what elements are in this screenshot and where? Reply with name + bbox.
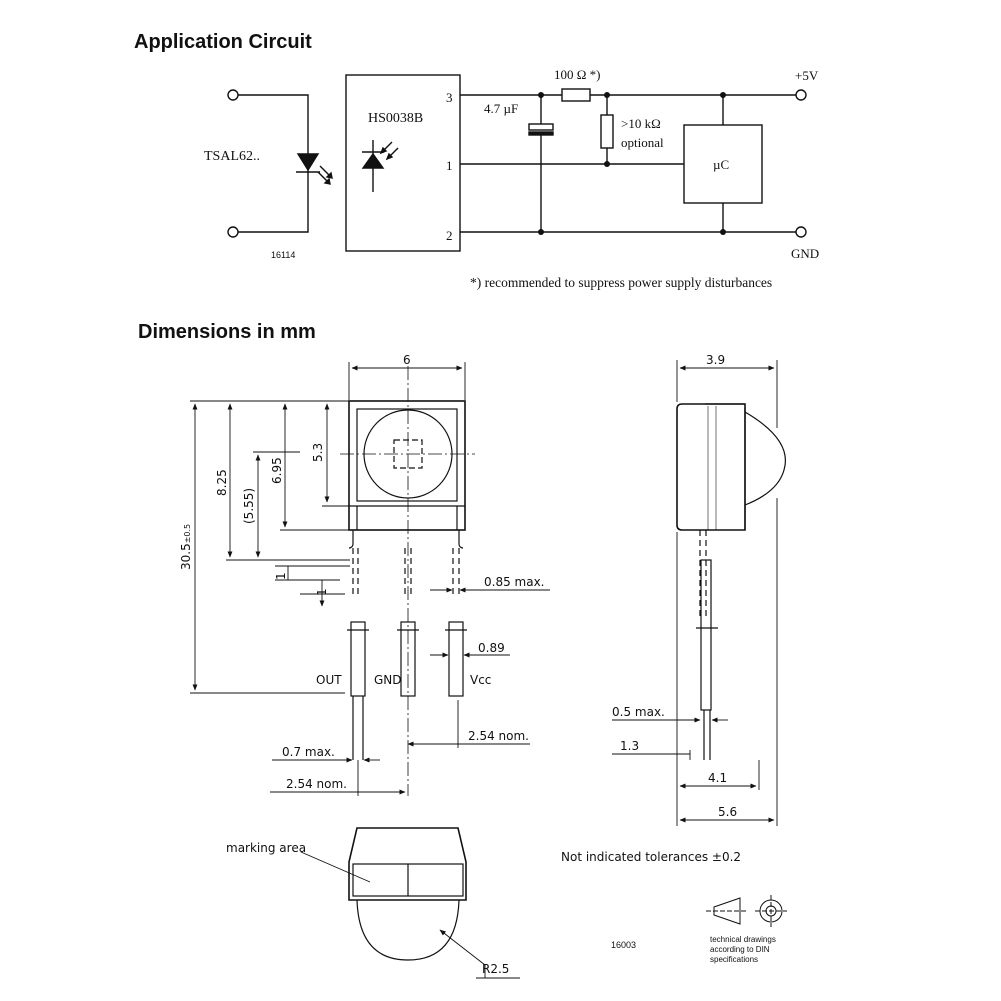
pin-2-label: 2 [446,228,453,243]
application-circuit [227,74,807,252]
dim-side-1-3: 1.3 [620,739,639,753]
din-note-line-1: technical drawings [710,935,776,944]
capacitor-label: 4.7 µF [484,101,518,116]
side-view [612,360,786,826]
dim-height-6-95: 6.95 [270,457,284,484]
resistor-label: 100 Ω *) [554,67,601,82]
dim-height-5-3: 5.3 [311,443,325,462]
projection-symbol-icon [706,895,787,927]
receiver-photodiode-icon [361,140,399,192]
din-note-line-2: according to DIN [710,945,770,954]
pin-vcc-label: Vcc [470,673,491,687]
din-note: technical drawings according to DIN spec… [710,935,776,964]
front-width-dimension [348,362,466,400]
front-pin-dimensions [270,587,550,796]
capacitor-plate-bottom [528,131,554,136]
pin-3-label: 3 [446,90,453,105]
pullup-resistor [600,114,614,149]
front-lens-window [356,408,458,502]
dim-side-5-6: 5.6 [718,805,737,819]
side-package-body [676,403,746,531]
radius-label: R2.5 [482,962,509,976]
top-lens-dome [356,899,460,961]
dim-side-0-5-max: 0.5 max. [612,705,665,719]
dim-1-upper: 1 [274,572,288,580]
pullup-label-optional: optional [621,135,664,150]
dim-pin-0-89: 0.89 [478,641,505,655]
notes: Not indicated tolerances ±0.2 16003 tech… [561,850,787,964]
circuit-footnote: *) recommended to suppress power supply … [470,275,772,290]
receiver-label: HS0038B [368,111,423,126]
dim-width-6: 6 [403,353,411,367]
front-leads [347,530,467,760]
emitter-diode-icon [296,153,333,185]
dim-pitch-left: 2.54 nom. [286,777,347,791]
side-lead [696,530,718,760]
emitter-label: TSAL62.. [204,149,260,164]
terminal-vplus [795,89,807,101]
pullup-label-value: >10 kΩ [621,116,661,131]
application-circuit-heading: Application Circuit [134,31,312,53]
din-note-line-3: specifications [710,955,758,964]
side-lens-dome [744,411,786,506]
dim-total-length-value: 30.5 [179,543,193,570]
terminal-bottom-left [227,226,239,238]
vplus-label: +5V [795,68,819,83]
terminal-gnd [795,226,807,238]
junction-dots [538,92,726,235]
top-view [300,827,520,979]
front-vertical-dimensions [190,400,350,694]
pin-out-label: OUT [316,673,342,687]
side-dimensions [612,360,778,826]
pin-gnd-label: GND [374,673,402,687]
receiver-module-box [345,74,461,252]
dim-pin-0-7-max: 0.7 max. [282,745,335,759]
dim-total-length-tolerance: ±0.5 [183,524,192,543]
dimensions-drawing-number: 16003 [611,940,636,950]
gnd-label: GND [791,246,819,261]
dimensions-heading: Dimensions in mm [138,321,316,343]
terminal-top-left [227,89,239,101]
side-view-labels: 3.9 0.5 max. 1.3 4.1 5.6 [612,353,737,819]
dim-height-8-25: 8.25 [215,469,229,496]
top-package-body [348,827,467,901]
capacitor-plate-top [528,123,554,131]
circuit-labels: TSAL62.. HS0038B 3 1 2 4.7 µF 100 Ω *) >… [204,67,819,290]
front-view-labels: 6 30.5±0.5 8.25 (5.55) 6.95 5.3 1 1 0.85… [179,353,545,791]
resistor-100-ohm [561,88,591,102]
dim-depth-3-9: 3.9 [706,353,725,367]
top-view-labels: marking area R2.5 [226,841,509,976]
dim-total-length: 30.5±0.5 [179,524,193,570]
dim-1-lower: 1 [315,588,329,596]
dim-pitch-right: 2.54 nom. [468,729,529,743]
dim-height-5-55: (5.55) [242,488,256,524]
front-package-body [348,400,466,531]
circuit-drawing-number: 16114 [271,250,295,260]
pin-1-label: 1 [446,158,453,173]
mcu-label: µC [713,157,729,172]
dim-side-4-1: 4.1 [708,771,727,785]
front-view [190,362,550,796]
dim-pin-width-max: 0.85 max. [484,575,545,589]
tolerance-note: Not indicated tolerances ±0.2 [561,850,741,864]
marking-area-label: marking area [226,841,306,855]
